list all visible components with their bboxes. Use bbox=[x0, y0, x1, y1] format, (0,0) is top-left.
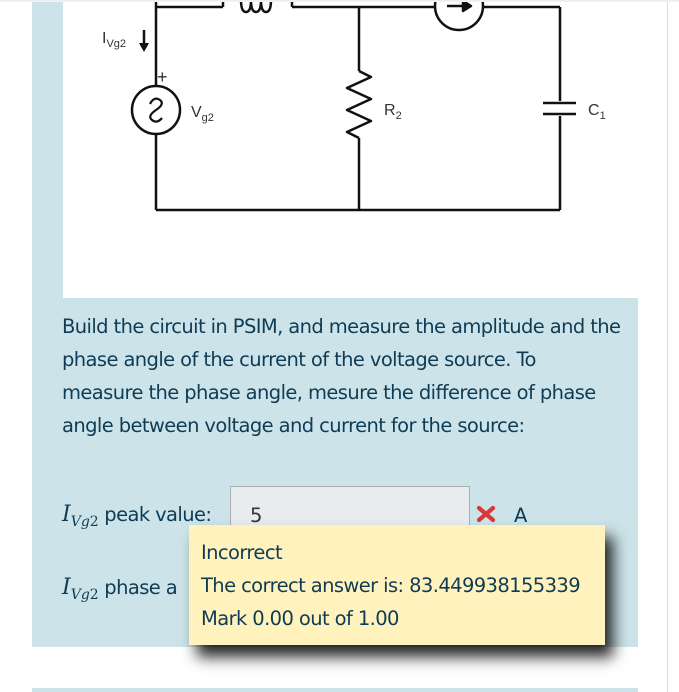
right-divider bbox=[667, 0, 668, 692]
feedback-correct-answer: The correct answer is: 83.449938155339 bbox=[201, 574, 581, 597]
incorrect-icon bbox=[476, 505, 496, 523]
next-question-panel bbox=[32, 688, 638, 692]
circuit-diagram: IVg2 + Vg2 R2 C1 bbox=[63, 0, 638, 298]
resistor-label: R2 bbox=[384, 102, 402, 122]
circuit-svg bbox=[130, 0, 576, 212]
source-label: Vg2 bbox=[191, 104, 214, 124]
feedback-status: Incorrect bbox=[201, 541, 283, 564]
row-label-text: phase a bbox=[98, 576, 178, 599]
math-subscript: Vg2 bbox=[70, 587, 99, 603]
question-text: Build the circuit in PSIM, and measure t… bbox=[62, 315, 621, 437]
row-label-text: peak value: bbox=[98, 503, 212, 526]
current-source-circle bbox=[433, 0, 485, 32]
current-label: IVg2 bbox=[102, 30, 127, 50]
unit-label: A bbox=[514, 504, 528, 527]
sine-symbol bbox=[149, 97, 163, 123]
current-arrow-head bbox=[139, 43, 149, 52]
voltage-source-circle bbox=[130, 84, 182, 136]
math-var: I bbox=[62, 502, 71, 527]
phase-angle-label: IVg2 phase a bbox=[62, 575, 178, 603]
feedback-mark: Mark 0.00 out of 1.00 bbox=[201, 607, 399, 630]
math-subscript: Vg2 bbox=[70, 514, 99, 530]
resistor-symbol bbox=[345, 69, 373, 140]
feedback-tooltip: Incorrect The correct answer is: 83.4499… bbox=[189, 525, 605, 645]
plus-sign: + bbox=[157, 67, 168, 87]
peak-value-label: IVg2 peak value: bbox=[62, 502, 212, 530]
capacitor-label: C1 bbox=[588, 102, 606, 122]
inductor-symbol bbox=[239, 0, 273, 14]
math-var: I bbox=[62, 575, 71, 600]
top-shadow-bar bbox=[0, 0, 679, 2]
